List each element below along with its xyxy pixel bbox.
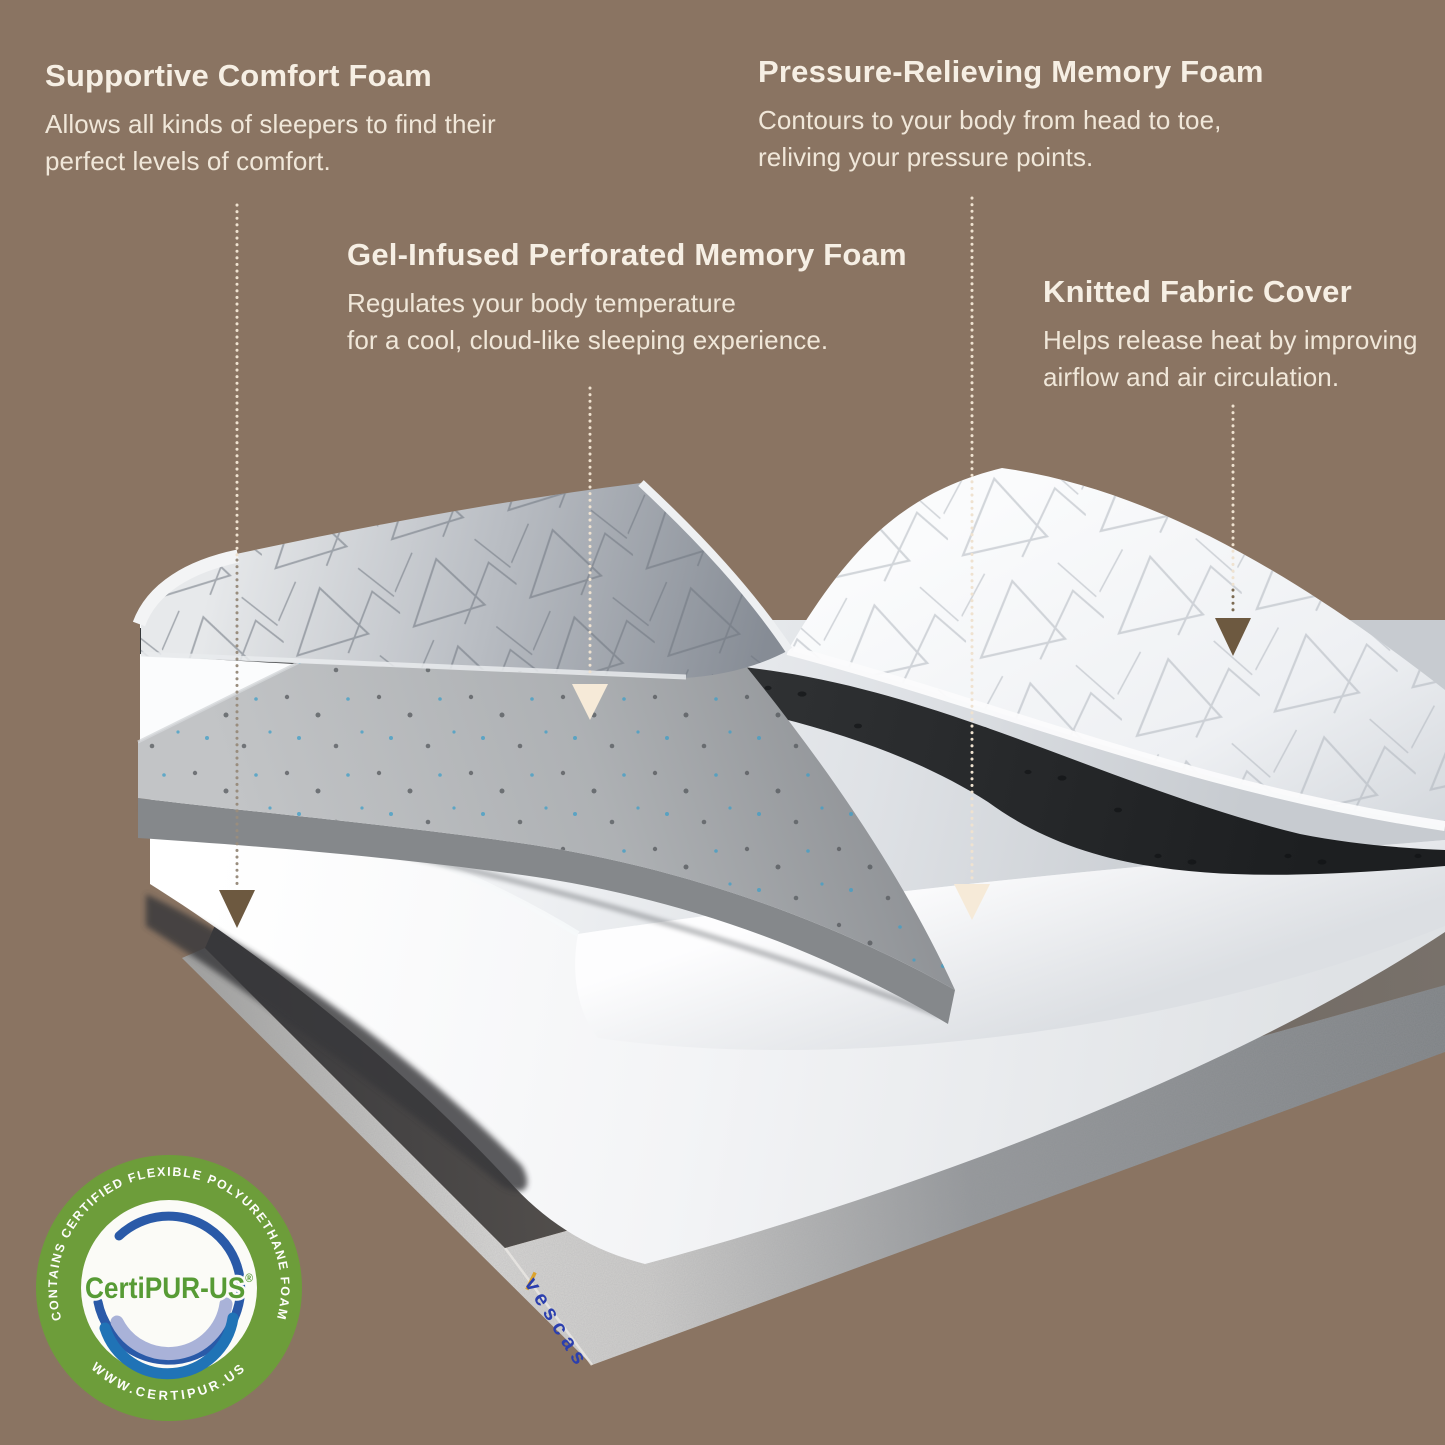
arrow-down-icon: [954, 884, 990, 920]
annotation-line: Contours to your body from head to toe,: [758, 105, 1222, 135]
annotation-line: Helps release heat by improving: [1043, 325, 1418, 355]
annotation-title: Pressure-Relieving Memory Foam: [758, 54, 1264, 89]
leader-lines: [219, 196, 1251, 928]
badge-swoosh-icon: [93, 1211, 246, 1380]
annotation-line: airflow and air circulation.: [1043, 362, 1340, 392]
annotation-supportive-comfort-foam: Supportive Comfort Foam Allows all kinds…: [45, 58, 496, 180]
annotation-title: Knitted Fabric Cover: [1043, 274, 1352, 309]
slab-gap-shadow: [146, 894, 528, 1192]
brand-logo-accent: [525, 1271, 537, 1291]
badge-wordmark-text: CertiPUR-US: [85, 1272, 245, 1305]
badge-wordmark: CertiPUR-US®: [85, 1271, 253, 1305]
annotation-knitted-fabric-cover: Knitted Fabric Cover Helps release heat …: [1043, 274, 1418, 396]
annotation-line: for a cool, cloud-like sleeping experien…: [347, 325, 829, 355]
badge-registered-mark: ®: [245, 1271, 253, 1285]
annotation-line: Allows all kinds of sleepers to find the…: [45, 109, 496, 139]
arrow-down-icon: [219, 890, 255, 928]
annotation-gel-infused-perforated-memory-foam: Gel-Infused Perforated Memory Foam Regul…: [347, 237, 907, 359]
annotation-title: Supportive Comfort Foam: [45, 58, 432, 93]
annotation-line: Regulates your body temperature: [347, 288, 736, 318]
annotation-pressure-relieving-memory-foam: Pressure-Relieving Memory Foam Contours …: [758, 54, 1264, 176]
arrow-down-icon: [572, 684, 608, 720]
leader-line-gel: [572, 386, 608, 720]
annotation-line: reliving your pressure points.: [758, 142, 1094, 172]
leader-line-pressure: [954, 196, 990, 920]
annotation-title: Gel-Infused Perforated Memory Foam: [347, 237, 907, 272]
leader-line-knitted: [1215, 404, 1251, 656]
annotation-line: perfect levels of comfort.: [45, 146, 331, 176]
certipur-us-badge: CertiPUR-US® CONTAINS CERTIFIED FLEXIBLE…: [36, 1155, 302, 1421]
arrow-down-icon: [1215, 618, 1251, 656]
leader-line-supportive: [219, 203, 255, 928]
